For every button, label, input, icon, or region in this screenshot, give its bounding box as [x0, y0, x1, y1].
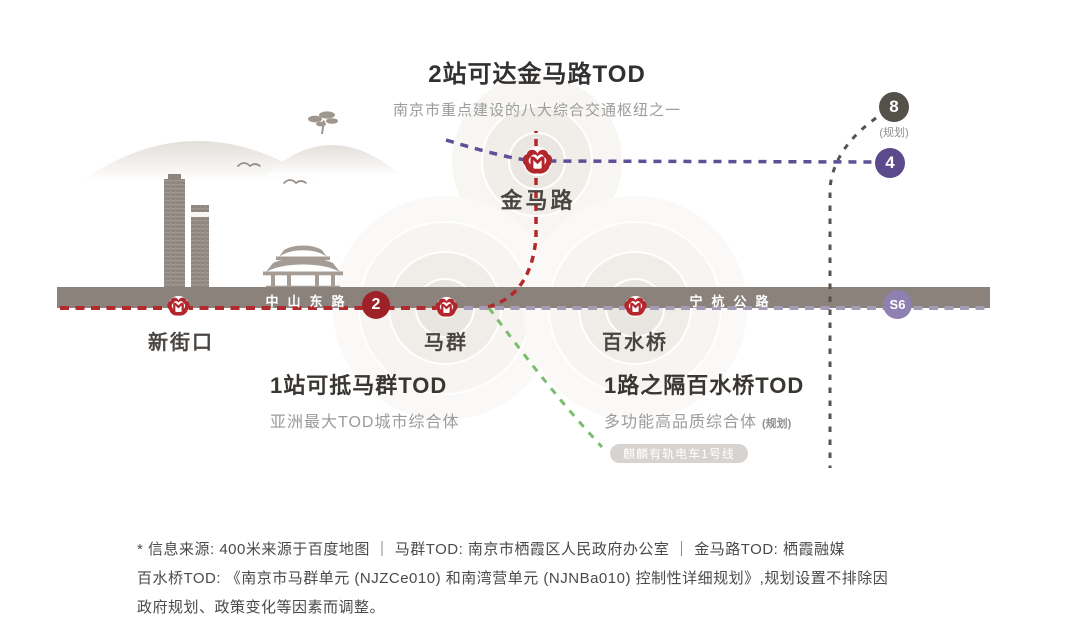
station-label-maqun: 马群	[424, 332, 468, 354]
temple-illustration	[263, 245, 343, 288]
footnote-block: * 信息来源: 400米来源于百度地图 ｜ 马群TOD: 南京市栖霞区人民政府办…	[137, 535, 967, 622]
line2-badge: 2	[362, 291, 390, 319]
tram-line-label: 麒麟有轨电车1号线	[610, 444, 748, 463]
page-title: 2站可达金马路TOD	[428, 61, 646, 88]
callout-baishuiqiao-title: 1路之隔百水桥TOD	[604, 373, 805, 398]
callout-maqun: 1站可抵马群TOD 亚洲最大TOD城市综合体	[270, 368, 460, 432]
header-block: 2站可达金马路TOD 南京市重点建设的八大综合交通枢纽之一	[287, 54, 787, 120]
tram-dashed-route	[487, 307, 604, 449]
footnote-line-3: 政府规划、政策变化等因素而调整。	[137, 599, 386, 616]
skyscrapers-illustration	[164, 174, 209, 288]
callout-baishuiqiao: 1路之隔百水桥TOD 多功能高品质综合体 (规划)	[604, 368, 804, 432]
mountains-illustration	[80, 141, 402, 182]
metro-station-icon-xinjiekou	[167, 295, 190, 318]
footnote-line-1: * 信息来源: 400米来源于百度地图 ｜ 马群TOD: 南京市栖霞区人民政府办…	[137, 541, 845, 558]
callout-baishuiqiao-planned-note: (规划)	[762, 418, 792, 430]
station-label-jinmalu: 金马路	[500, 188, 576, 213]
bird-icons	[237, 162, 307, 185]
callout-maqun-title: 1站可抵马群TOD	[270, 373, 448, 398]
line8-badge: 8	[879, 92, 909, 122]
station-label-baishuiqiao: 百水桥	[602, 332, 668, 354]
line8-planned-note: (规划)	[879, 127, 909, 139]
callout-baishuiqiao-subtitle-text: 多功能高品质综合体	[604, 414, 758, 431]
page-subtitle: 南京市重点建设的八大综合交通枢纽之一	[392, 102, 681, 119]
road-label-zhongshan: 中山东路	[265, 294, 354, 309]
station-label-xinjiekou: 新街口	[148, 332, 214, 354]
line4-badge: 4	[875, 148, 905, 178]
metro-station-icon-maqun	[435, 296, 458, 319]
callout-baishuiqiao-subtitle: 多功能高品质综合体 (规划)	[604, 408, 804, 432]
road-band	[57, 287, 990, 308]
road-label-ninghang: 宁杭公路	[689, 294, 778, 309]
callout-maqun-subtitle: 亚洲最大TOD城市综合体	[270, 414, 460, 431]
metro-station-icon-baishuiqiao	[624, 295, 647, 318]
tree-icon	[308, 111, 338, 134]
s6-badge: S6	[883, 290, 912, 319]
metro-station-icon-jinmalu	[522, 146, 553, 177]
footnote-line-2: 百水桥TOD: 《南京市马群单元 (NJZCe010) 和南湾营单元 (NJNB…	[137, 570, 889, 587]
